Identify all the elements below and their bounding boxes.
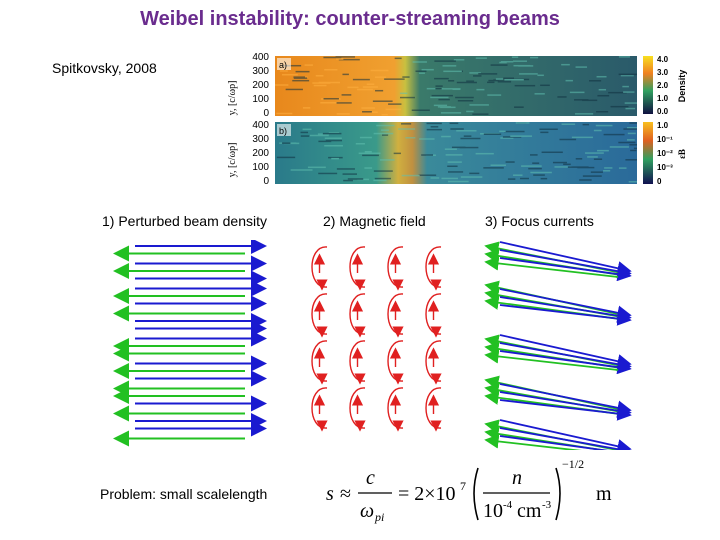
formula-exp7: 7 xyxy=(460,479,466,493)
formula-density-exp: -4 xyxy=(503,499,513,511)
colorbar-tick: 10⁻¹ xyxy=(657,135,673,144)
focused-beam-arrow xyxy=(499,435,632,450)
formula-density-unit: cm xyxy=(517,500,542,522)
y-tick-label: 300 xyxy=(252,66,269,77)
formula-density: 10 xyxy=(483,500,503,522)
colorbar-tick: 4.0 xyxy=(657,55,669,64)
y-tick-label: 400 xyxy=(252,120,269,131)
focused-beam-arrow xyxy=(499,296,632,323)
focused-beam-arrow xyxy=(499,419,632,450)
colorbar-top xyxy=(643,56,653,114)
focused-beam-arrow xyxy=(499,391,632,418)
citation: Spitkovsky, 2008 xyxy=(52,60,157,76)
focused-beam-arrow xyxy=(499,334,632,369)
focused-beam-arrow xyxy=(499,399,632,421)
magnetic-field-diagram xyxy=(311,246,442,432)
panel-1-label: 1) Perturbed beam density xyxy=(102,213,267,229)
formula-pi: pi xyxy=(374,510,384,524)
formula-s: s xyxy=(326,483,334,505)
panel-a-label: a) xyxy=(279,60,287,70)
panel-b-label: b) xyxy=(279,126,287,136)
colorbar-bottom xyxy=(643,122,653,184)
focused-beam-arrow xyxy=(499,288,632,320)
colorbar-tick: 0.0 xyxy=(657,107,669,116)
focused-beam-arrow xyxy=(499,257,632,282)
colorbar-tick: 0 xyxy=(657,177,662,186)
slide-title: Weibel instability: counter-streaming be… xyxy=(140,8,560,30)
y-tick-label: 400 xyxy=(252,52,269,63)
y-tick-label: 100 xyxy=(252,94,269,105)
field-panel xyxy=(275,122,637,184)
colorbar-tick: 10⁻² xyxy=(657,149,673,158)
focused-beam-arrow xyxy=(484,349,619,371)
colorbar-tick: 2.0 xyxy=(657,81,669,90)
focused-beam-arrow xyxy=(499,427,632,450)
problem-statement: Problem: small scalelength xyxy=(100,486,268,502)
y-tick-label: 100 xyxy=(252,162,269,173)
beam-density-diagram xyxy=(113,240,267,447)
colorbar-tick: 1.0 xyxy=(657,121,669,130)
colorbar-top-label: Density xyxy=(677,70,687,103)
colorbar-tick: 3.0 xyxy=(657,68,669,77)
y-tick-label: 300 xyxy=(252,134,269,145)
colorbar-tick: 10⁻³ xyxy=(657,163,673,172)
focused-beam-arrow xyxy=(484,434,582,450)
y-axis-label-top: y, [c/ωp] xyxy=(227,81,238,116)
colorbar-tick: 1.0 xyxy=(657,94,669,103)
panel-3-label: 3) Focus currents xyxy=(485,213,594,229)
density-panel xyxy=(275,56,637,116)
focused-beam-arrow xyxy=(499,249,632,279)
focused-beam-arrow xyxy=(499,304,632,326)
y-tick-label: 200 xyxy=(252,80,269,91)
focused-beam-arrow xyxy=(499,383,632,415)
formula-approx: ≈ xyxy=(340,483,351,505)
focused-beam-arrow xyxy=(499,350,632,375)
focused-beam-arrow xyxy=(484,256,619,278)
formula-power: −1/2 xyxy=(562,458,584,471)
focused-beam-arrow xyxy=(499,241,632,276)
formula-omega: ω xyxy=(360,500,374,522)
formula-n: n xyxy=(512,467,522,489)
y-tick-label: 0 xyxy=(263,108,269,119)
focused-beam-arrow xyxy=(499,342,632,372)
formula-c: c xyxy=(366,467,375,489)
simulation-figure: y, [c/ωp] y, [c/ωp] 400 300 200 100 0 400 300… xyxy=(227,52,687,187)
scalelength-formula: s ≈ c ω pi = 2×10 7 n 10 -4 cm -3 −1/2 m xyxy=(326,458,612,524)
focus-currents-diagram xyxy=(484,241,632,450)
colorbar-bottom-label: εB xyxy=(677,149,687,159)
y-axis-label-bottom: y, [c/ωp] xyxy=(227,143,238,178)
formula-equals: = 2×10 xyxy=(398,483,456,505)
y-tick-label: 0 xyxy=(263,176,269,187)
panel-2-label: 2) Magnetic field xyxy=(323,213,426,229)
formula-density-unit-exp: -3 xyxy=(542,499,552,511)
formula-unit: m xyxy=(596,483,612,505)
y-tick-label: 200 xyxy=(252,148,269,159)
